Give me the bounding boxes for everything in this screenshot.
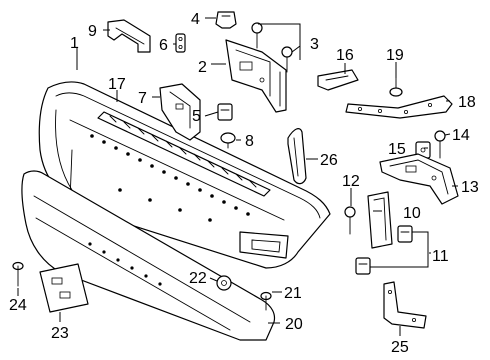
callout-9: 9 [88, 23, 97, 40]
callout-18: 18 [458, 94, 476, 111]
part-mounting-bracket [225, 39, 287, 113]
part-nut-22 [216, 275, 232, 291]
callout-25: 25 [391, 339, 409, 356]
part-upper-left-bracket [107, 19, 151, 53]
part-clip-5 [217, 103, 233, 121]
callout-2: 2 [198, 59, 207, 76]
part-clip-4 [215, 11, 237, 29]
part-bracket-7 [159, 83, 201, 141]
callout-26: 26 [320, 152, 338, 169]
callout-17: 17 [108, 76, 126, 93]
callout-23: 23 [51, 325, 69, 342]
callout-16: 16 [336, 47, 354, 64]
callout-labels: 1 2 3 4 5 6 7 8 9 10 11 12 13 14 15 16 1… [9, 11, 479, 356]
part-lower-bracket [383, 281, 427, 329]
part-bolt-19 [389, 77, 403, 97]
part-bumper-face-bar [38, 81, 331, 269]
part-license-bracket [39, 263, 89, 313]
callout-12: 12 [342, 173, 360, 190]
part-reinforcement-strip [345, 95, 453, 119]
callout-11: 11 [432, 248, 449, 265]
part-bumper-hole-row [90, 134, 250, 222]
callout-22: 22 [189, 270, 207, 287]
part-clips-11 [355, 225, 413, 275]
part-bracket-16 [317, 69, 359, 91]
callout-20: 20 [285, 316, 303, 333]
callout-19: 19 [386, 47, 404, 64]
part-fog-lamp-cover [287, 128, 307, 185]
part-vertical-bracket [367, 191, 393, 249]
part-side-bracket [379, 153, 459, 205]
part-bolt-21 [260, 291, 272, 311]
callout-8: 8 [245, 133, 254, 150]
callout-21: 21 [284, 285, 302, 302]
callout-14: 14 [452, 127, 470, 144]
part-bolt-12 [344, 206, 356, 235]
callout-15: 15 [388, 141, 406, 158]
callout-10: 10 [403, 205, 421, 222]
callout-1: 1 [70, 35, 79, 52]
callout-4: 4 [191, 11, 200, 28]
part-lower-valance [21, 170, 276, 341]
part-small-plate [175, 33, 186, 53]
part-upper-cover-strip [97, 111, 271, 197]
leader-lines [17, 17, 458, 336]
callout-24: 24 [9, 297, 27, 314]
callout-6: 6 [159, 37, 168, 54]
part-push-pin [220, 132, 236, 149]
part-bolt-24 [12, 261, 24, 287]
callout-5: 5 [192, 108, 201, 125]
callout-7: 7 [138, 90, 147, 107]
callout-13: 13 [461, 179, 479, 196]
callout-3: 3 [310, 36, 319, 53]
part-bolt-14 [434, 130, 446, 159]
